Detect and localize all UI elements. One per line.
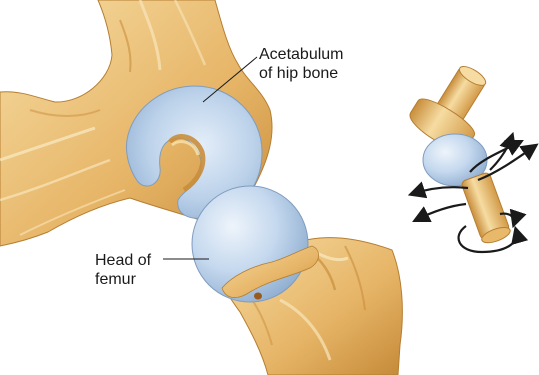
femur-illustration — [192, 186, 402, 375]
head-of-femur-label: Head of femur — [95, 251, 151, 289]
acetabulum-label: Acetabulum of hip bone — [259, 45, 344, 83]
